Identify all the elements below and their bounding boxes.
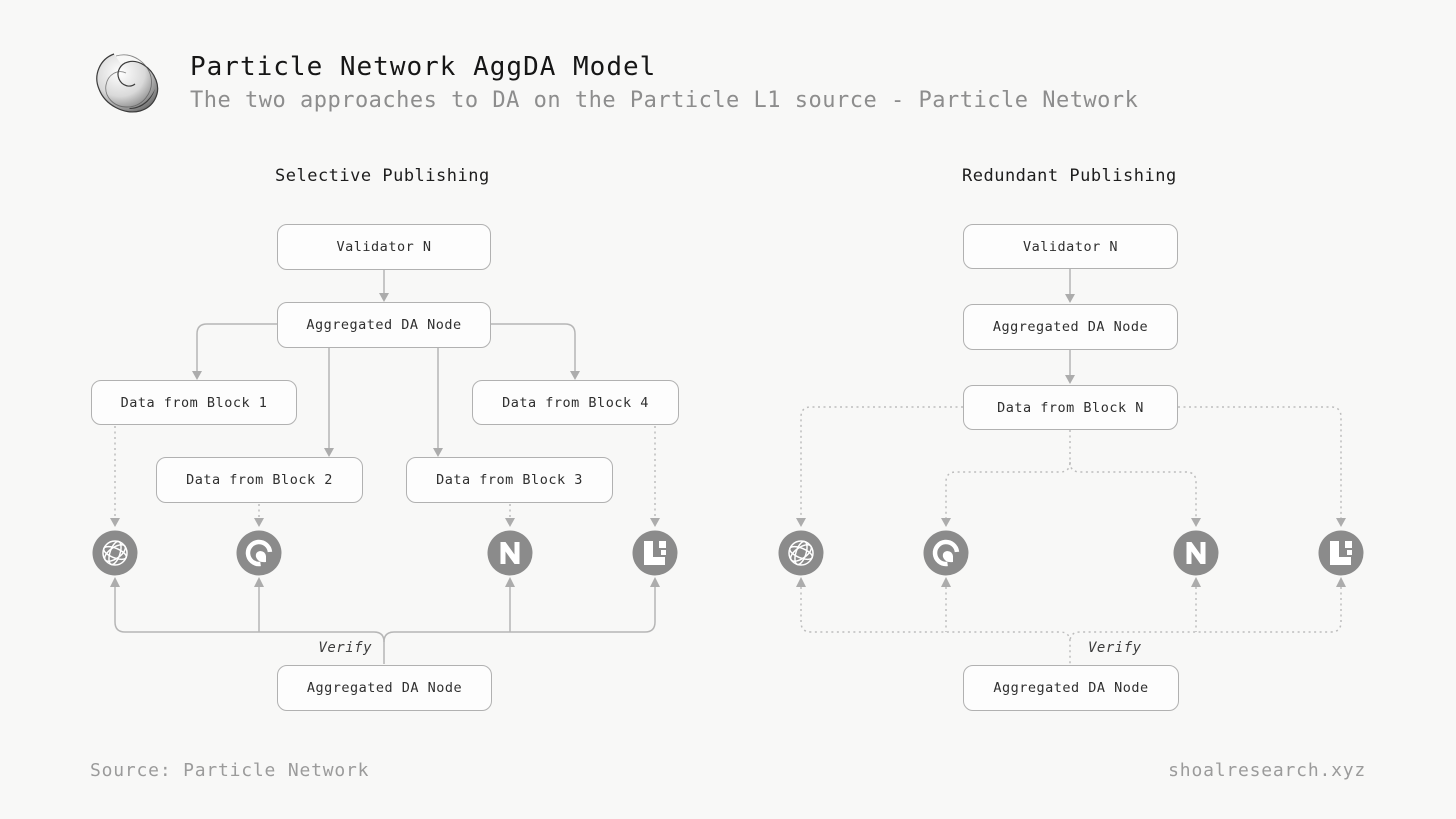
node-validator-right: Validator N [963, 224, 1178, 269]
avail-icon [923, 530, 969, 576]
node-data-block-3: Data from Block 3 [406, 457, 613, 503]
node-data-block-n: Data from Block N [963, 385, 1178, 430]
shell-logo [86, 42, 166, 122]
page-title: Particle Network AggDA Model [190, 52, 657, 82]
eigenlayer-icon [632, 530, 678, 576]
source-credit: Source: Particle Network [90, 760, 370, 781]
page-subtitle: The two approaches to DA on the Particle… [190, 88, 1139, 113]
node-aggregated-da-right: Aggregated DA Node [963, 304, 1178, 350]
node-aggregated-da-bottom-left: Aggregated DA Node [277, 665, 492, 711]
eigenlayer-icon [1318, 530, 1364, 576]
node-validator-left: Validator N [277, 224, 491, 270]
heading-redundant-publishing: Redundant Publishing [962, 166, 1177, 186]
globe-network-icon [92, 530, 138, 576]
node-aggregated-da-left: Aggregated DA Node [277, 302, 491, 348]
near-icon [1173, 530, 1219, 576]
heading-selective-publishing: Selective Publishing [275, 166, 490, 186]
node-data-block-1: Data from Block 1 [91, 380, 297, 425]
verify-label-right: Verify [1088, 640, 1142, 656]
node-data-block-2: Data from Block 2 [156, 457, 363, 503]
site-credit: shoalresearch.xyz [1168, 760, 1366, 781]
node-data-block-4: Data from Block 4 [472, 380, 679, 425]
globe-network-icon [778, 530, 824, 576]
verify-label-left: Verify [318, 640, 372, 656]
near-icon [487, 530, 533, 576]
node-aggregated-da-bottom-right: Aggregated DA Node [963, 665, 1179, 711]
avail-icon [236, 530, 282, 576]
